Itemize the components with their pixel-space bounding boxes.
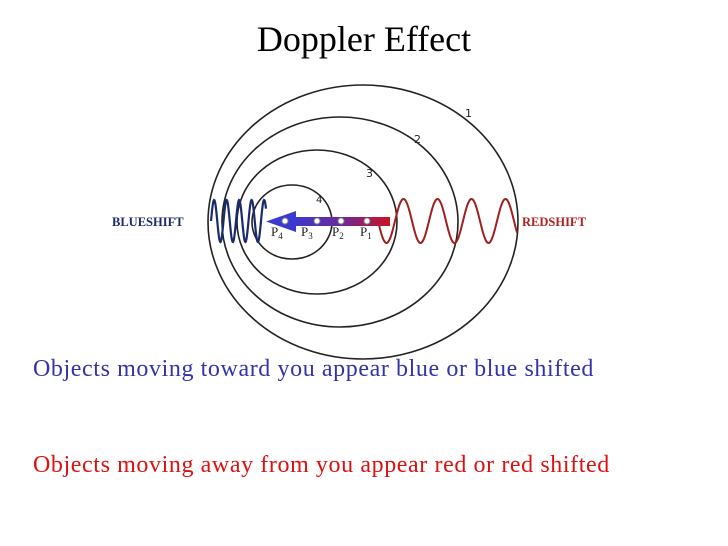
- caption-redshift: Objects moving away from you appear red …: [33, 452, 610, 478]
- wavefront-number-4: 4: [316, 195, 322, 206]
- caption-blueshift: Objects moving toward you appear blue or…: [33, 356, 594, 382]
- wavefront-number-2: 2: [414, 133, 421, 146]
- position-dot-4: [281, 217, 289, 225]
- blueshift-label: BLUESHIFT: [112, 215, 184, 229]
- position-label-p4: P4: [271, 224, 283, 241]
- position-label-p1: P1: [360, 224, 372, 241]
- wavefront-circle-1: [207, 84, 519, 360]
- slide-title: Doppler Effect: [256, 19, 472, 59]
- position-dot-2: [337, 217, 345, 225]
- redshift-label: REDSHIFT: [522, 215, 587, 229]
- blueshift-wave: [209, 198, 268, 244]
- position-dot-1: [363, 217, 371, 225]
- position-dot-3: [313, 217, 321, 225]
- wavefront-number-3: 3: [366, 167, 373, 180]
- wavefront-circle-2: [221, 116, 459, 328]
- position-label-p3: P3: [301, 224, 313, 241]
- redshift-wave: [377, 197, 518, 245]
- motion-arrow-head: [266, 211, 296, 232]
- position-label-p2: P2: [332, 224, 344, 241]
- wavefront-number-1: 1: [465, 107, 472, 120]
